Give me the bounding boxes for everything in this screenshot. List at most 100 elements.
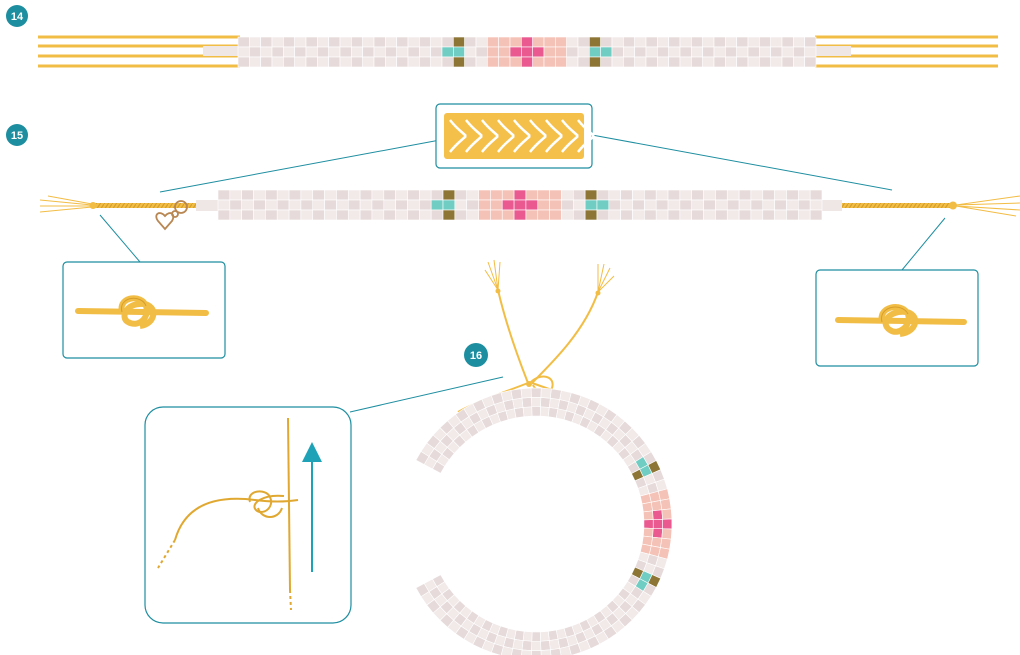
bead (487, 36, 499, 48)
bead (371, 199, 385, 211)
bead (655, 199, 669, 211)
bead (351, 36, 363, 48)
bead (525, 189, 539, 201)
bead (652, 518, 663, 530)
bead (442, 199, 456, 211)
bead (632, 189, 645, 201)
bead (521, 649, 532, 655)
bead (498, 46, 511, 58)
bead (253, 209, 266, 221)
bead (786, 189, 799, 201)
bead (407, 46, 420, 58)
bead (600, 46, 613, 58)
braid-strand (529, 135, 547, 153)
braided-cord-left (39, 195, 204, 213)
bead (577, 46, 590, 58)
bead (679, 199, 693, 211)
bead (555, 36, 567, 48)
bead (702, 56, 715, 68)
bead (383, 209, 396, 221)
bead (351, 46, 363, 58)
bead (441, 36, 454, 48)
bead (623, 56, 635, 68)
bead (531, 631, 541, 642)
bead (237, 46, 250, 58)
bead (249, 56, 261, 68)
bead (662, 518, 673, 530)
bead (283, 46, 295, 58)
bead (336, 199, 349, 211)
bead (793, 36, 805, 48)
sliding-knot-detail (157, 417, 299, 611)
bead (555, 56, 567, 68)
loom-tab-right (815, 46, 851, 56)
braid-strand (545, 135, 563, 153)
bead (543, 56, 556, 68)
bead (271, 36, 284, 48)
bead (490, 189, 503, 201)
bead (566, 46, 579, 58)
bead (430, 56, 443, 68)
bead (501, 209, 515, 221)
bead (362, 46, 375, 58)
bead (466, 199, 479, 211)
bead (241, 199, 254, 211)
bead (522, 406, 533, 417)
bead (641, 501, 653, 513)
heart-charm-icon (155, 200, 188, 231)
bead (509, 36, 522, 48)
bead (657, 36, 669, 48)
bead (661, 528, 673, 540)
bead (632, 209, 645, 221)
bead (249, 46, 261, 58)
bead (781, 46, 794, 58)
bead (657, 46, 669, 58)
bead (725, 46, 737, 58)
bead (441, 46, 454, 58)
bead (620, 189, 633, 201)
square-knot-icon (835, 304, 967, 337)
bead (328, 36, 341, 48)
bead (288, 189, 302, 201)
bead (229, 209, 242, 221)
bead (324, 199, 337, 211)
bead (611, 46, 624, 58)
bead (540, 397, 551, 408)
bead (809, 199, 823, 211)
bead (620, 199, 633, 211)
bead (759, 46, 771, 58)
bead (442, 209, 456, 221)
bead (549, 189, 562, 201)
bead (396, 46, 409, 58)
bead (759, 36, 771, 48)
bead (265, 209, 278, 221)
bead (531, 640, 542, 651)
bead (702, 36, 715, 48)
bead (454, 189, 468, 201)
end-knot-right (949, 201, 957, 210)
bead (747, 36, 760, 48)
step-15: 15 (6, 103, 1020, 367)
bead (611, 36, 624, 48)
bead (543, 46, 556, 58)
bead (430, 189, 444, 201)
bead (547, 629, 559, 641)
bead (294, 56, 307, 68)
bead (691, 189, 704, 201)
bead (407, 189, 420, 201)
bead (305, 36, 318, 48)
bead (260, 36, 273, 48)
bead (725, 56, 737, 68)
bead (396, 36, 409, 48)
bead (655, 189, 669, 201)
bead (288, 209, 302, 221)
braid-strand (497, 119, 515, 137)
bead (373, 46, 386, 58)
bead (577, 36, 590, 48)
bead (660, 498, 672, 511)
bead (217, 189, 231, 201)
bead (645, 56, 658, 68)
bead (634, 36, 647, 48)
loom-tab-left-15 (196, 200, 218, 211)
bead (305, 56, 318, 68)
